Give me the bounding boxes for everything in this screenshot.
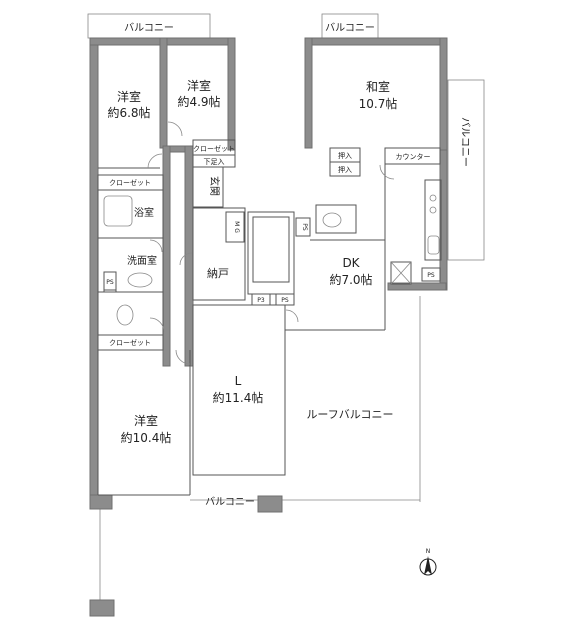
room-washroom-name: 洗面室 [127, 254, 157, 267]
counter-label: カウンター [396, 152, 431, 161]
room-western2-size: 約4.9帖 [177, 94, 220, 109]
room-western3-size: 約10.4帖 [121, 430, 172, 445]
room-western1-size: 約6.8帖 [107, 105, 150, 120]
balcony-label-top-right: バルコニー [325, 22, 375, 34]
ps-kitchen-label: PS [427, 272, 435, 279]
oshiire1-label: 押入 [338, 151, 352, 160]
ps-center-label: PS [301, 223, 308, 231]
ps-bottom-label: PS [281, 297, 289, 304]
room-dk-name: DK [342, 256, 360, 270]
room-living-size: 約11.4帖 [213, 390, 264, 405]
closet-lower-label: クローゼット [109, 338, 151, 347]
room-roof-balcony-name: ルーフバルコニー [306, 408, 393, 421]
room-entrance-name: 玄関 [208, 176, 221, 196]
outer-walls [89, 37, 448, 617]
balcony-outlines [87, 13, 485, 610]
oshiire2-label: 押入 [338, 165, 352, 174]
interior-lines [97, 121, 442, 496]
room-bath-name: 浴室 [134, 206, 154, 219]
p3-label: P3 [257, 297, 265, 304]
room-western3-name: 洋室 [134, 413, 158, 428]
room-living-name: L [235, 374, 242, 388]
ps-wash-label: PS [106, 279, 114, 286]
room-japanese-name: 和室 [366, 79, 390, 94]
compass-icon [419, 556, 437, 576]
balcony-label-top-left: バルコニー [124, 22, 174, 34]
room-dk-size: 約7.0帖 [329, 272, 372, 287]
balcony-label-bottom: バルコニー [205, 496, 255, 508]
room-storage-name: 納戸 [207, 267, 229, 280]
closet-upper-label: クローゼット [109, 178, 151, 187]
mg-label: M G [233, 221, 240, 233]
shoe-box-label: 下足入 [204, 158, 225, 166]
room-western1-name: 洋室 [117, 89, 141, 104]
compass-label: N [426, 548, 431, 555]
balcony-label-right: バルコニー [459, 117, 471, 167]
room-japanese-size: 10.7帖 [359, 96, 398, 111]
closet-w2-label: クローゼット [193, 144, 235, 153]
room-western2-name: 洋室 [187, 78, 211, 93]
